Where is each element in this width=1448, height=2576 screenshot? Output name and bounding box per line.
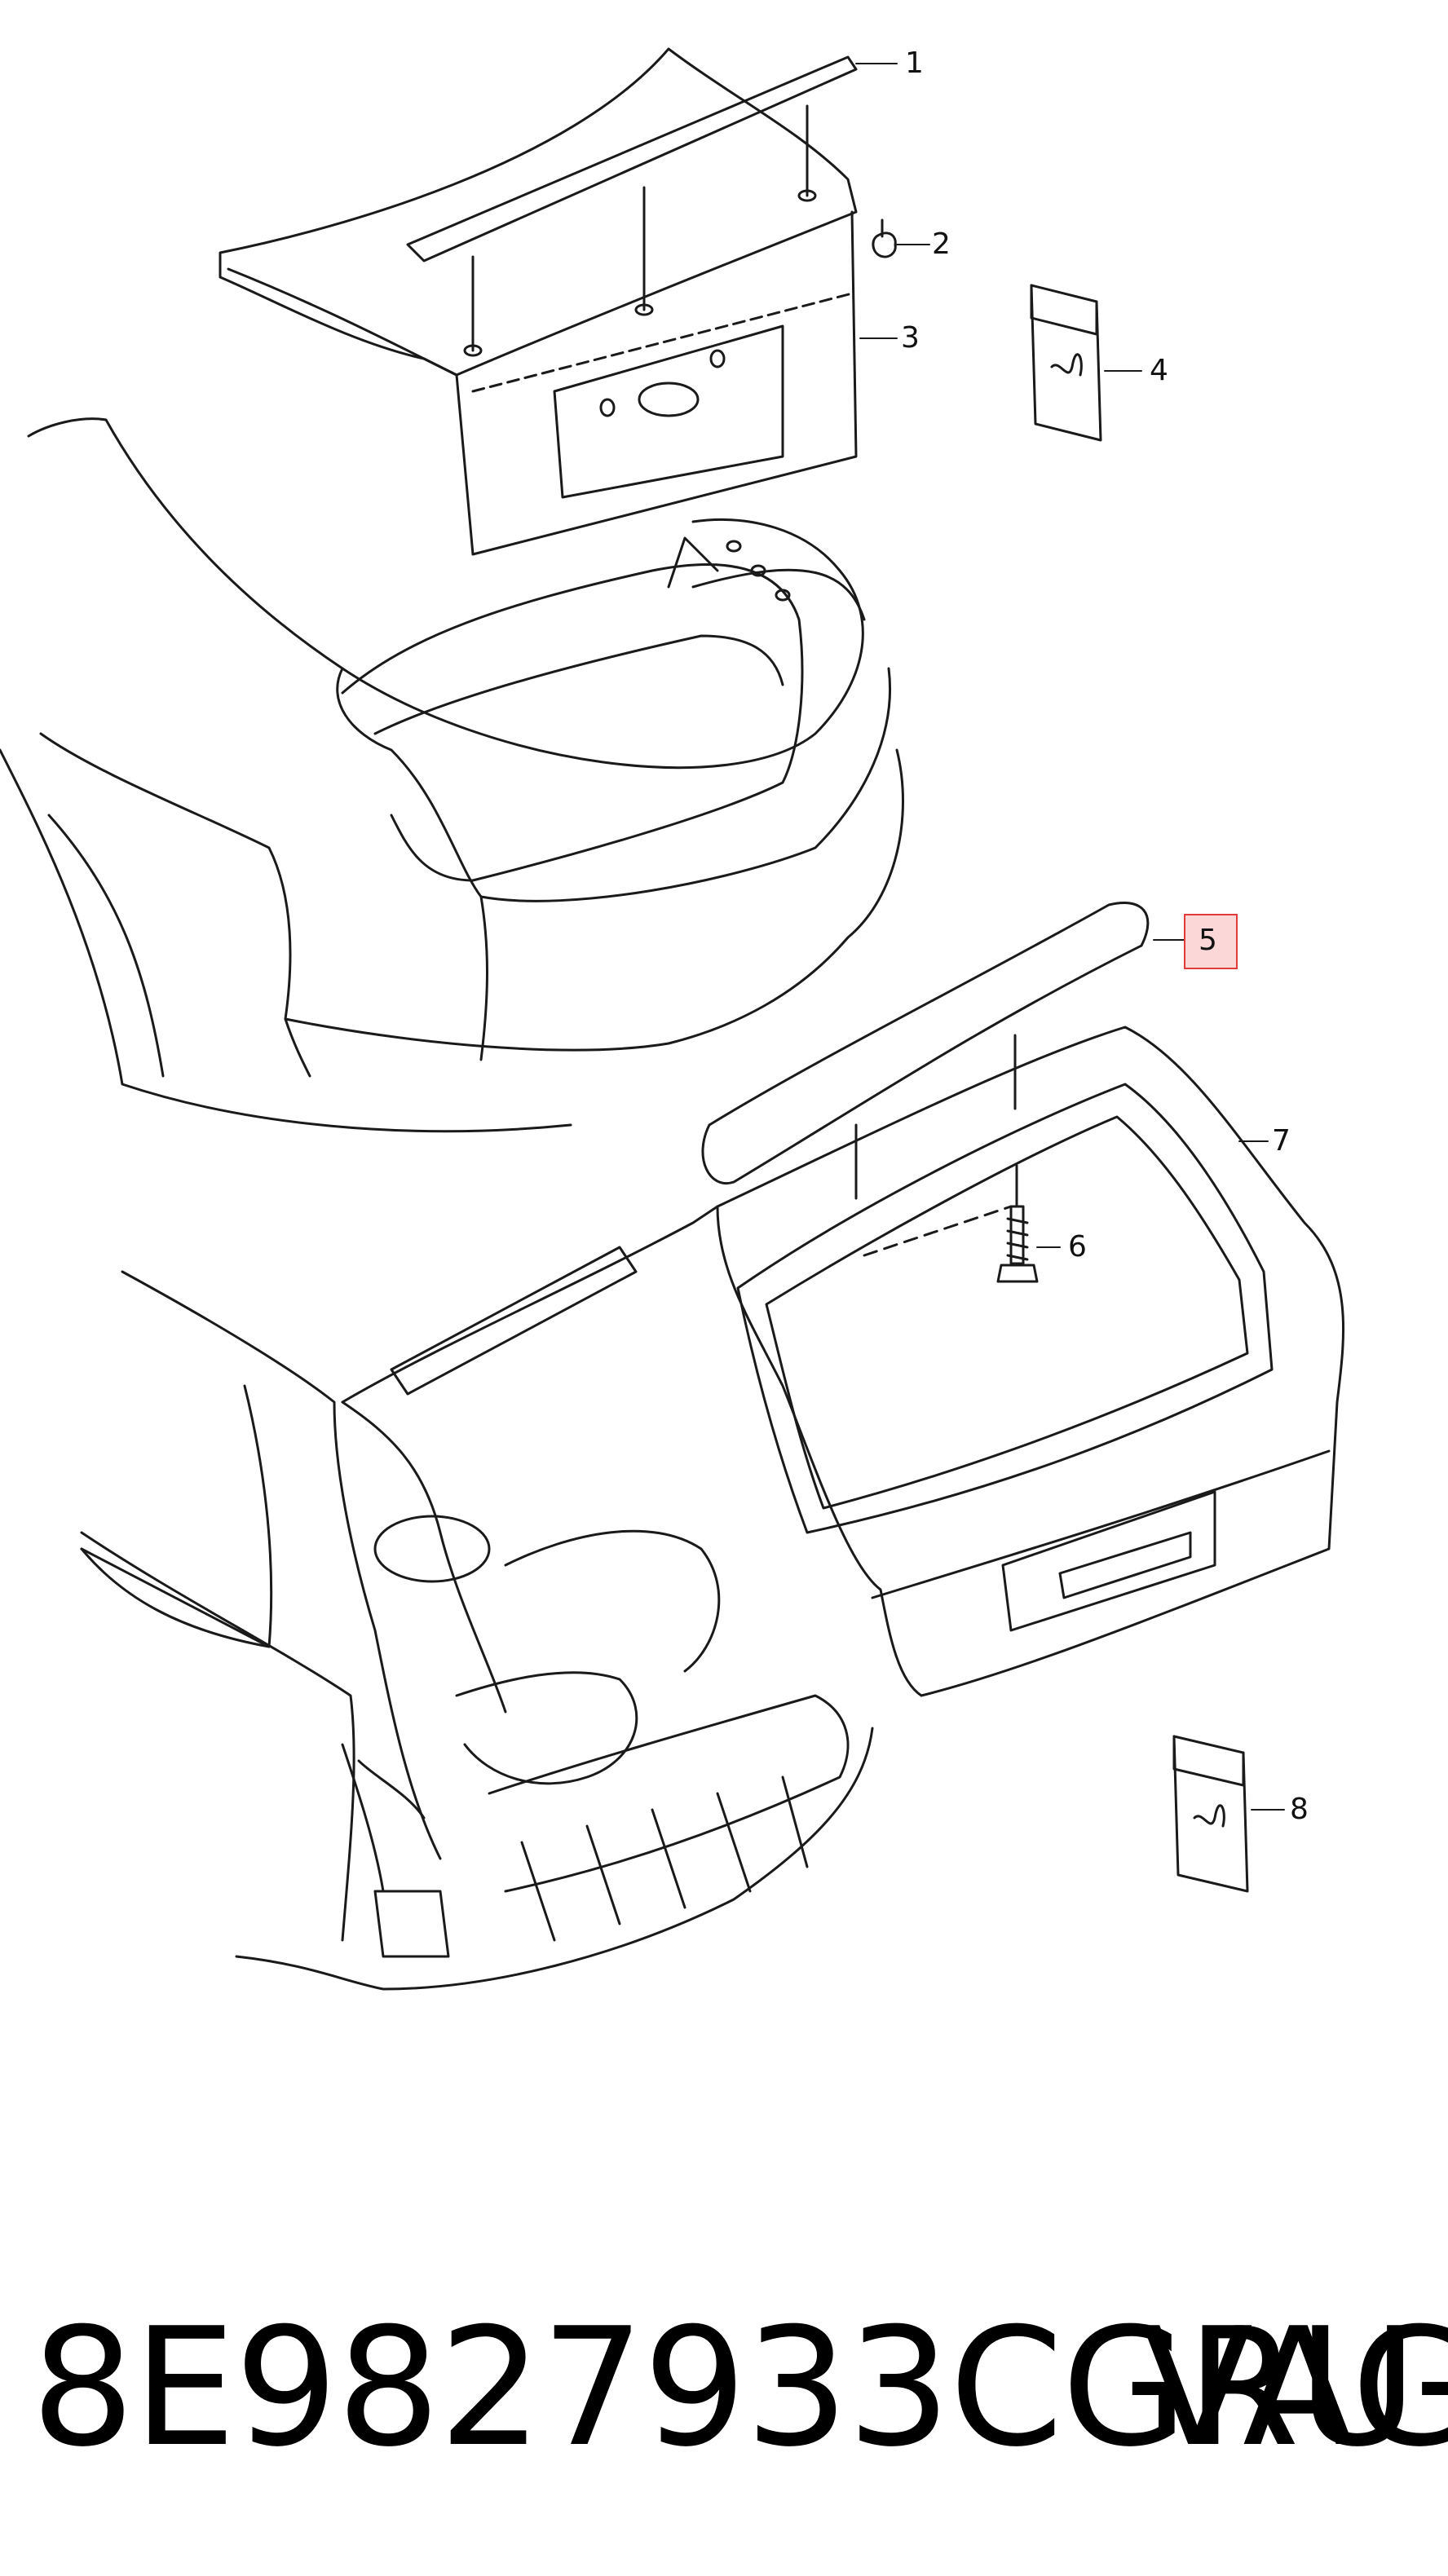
screw-part-6 bbox=[998, 1166, 1037, 1281]
callout-5: 5 bbox=[1199, 924, 1217, 957]
callout-4: 4 bbox=[1150, 354, 1168, 387]
callout-8: 8 bbox=[1290, 1793, 1309, 1826]
adhesive-pouch-part-4 bbox=[1031, 285, 1101, 440]
hatchback-body bbox=[82, 1206, 872, 1989]
sedan-spoiler bbox=[408, 57, 856, 355]
hatchback-spoiler-part-5 bbox=[703, 902, 1148, 1198]
tailgate-part-7 bbox=[717, 1027, 1344, 1696]
callout-3: 3 bbox=[901, 321, 920, 355]
clip-part-2 bbox=[873, 220, 895, 257]
callout-2: 2 bbox=[932, 227, 951, 261]
brand-caption: VAG bbox=[1141, 2293, 1448, 2483]
exploded-parts-diagram bbox=[0, 0, 1448, 2201]
part-number-caption: 8E9827933CGRU bbox=[31, 2293, 1417, 2483]
callout-7: 7 bbox=[1272, 1124, 1291, 1158]
callout-6: 6 bbox=[1068, 1230, 1087, 1264]
adhesive-pouch-part-8 bbox=[1174, 1736, 1247, 1891]
sedan-body bbox=[0, 419, 903, 1131]
callout-5-highlight bbox=[1184, 914, 1238, 969]
sedan-trunk-lid bbox=[220, 49, 864, 620]
callout-1: 1 bbox=[905, 46, 924, 80]
leader-lines bbox=[856, 64, 1284, 1810]
